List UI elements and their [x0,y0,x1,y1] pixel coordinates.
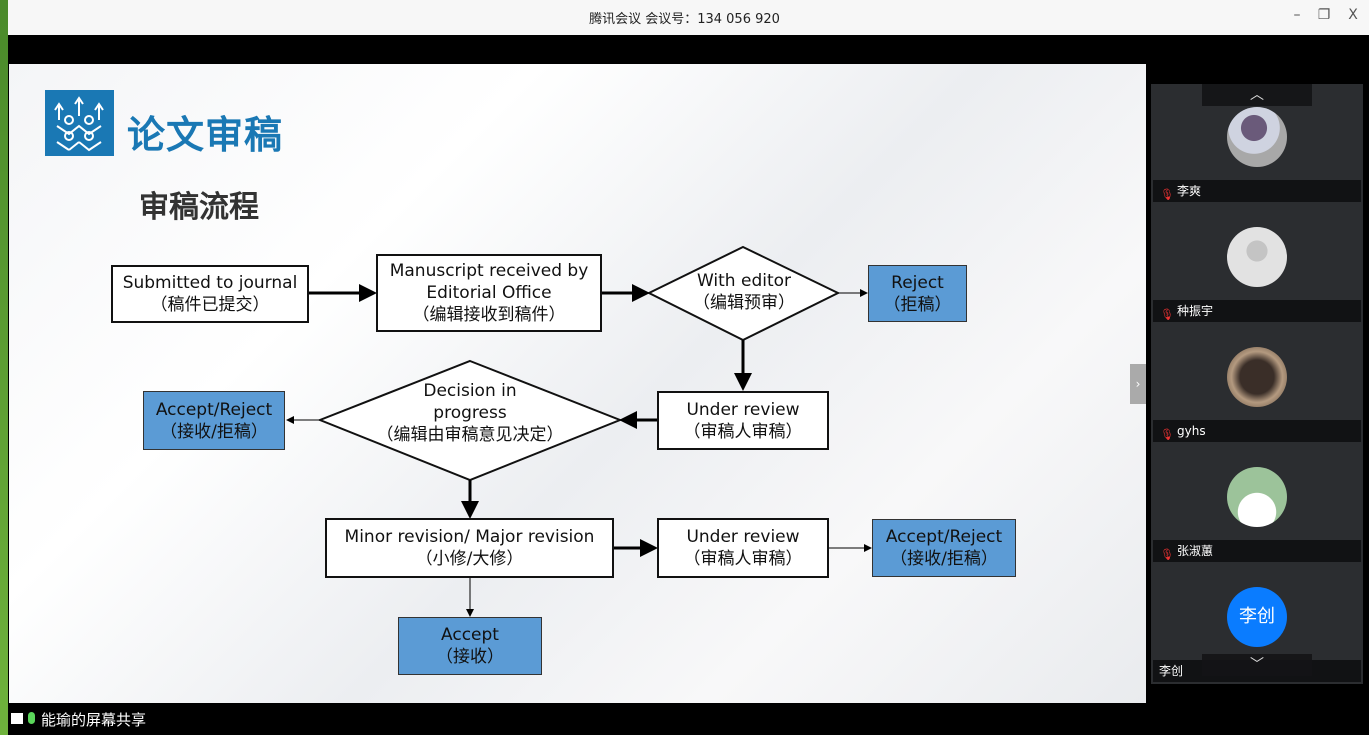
node-label: （接收/拒稿） [160,421,268,442]
node-label: （编辑预审） [693,293,795,313]
avatar: 李创 [1227,587,1287,647]
window-title: 腾讯会议 会议号：134 056 920 [589,12,780,27]
desktop-edge [0,0,8,735]
scroll-up-button[interactable]: ︿ [1202,84,1312,106]
node-label: Decision in [423,381,517,401]
node-label: （拒稿） [883,294,952,315]
muted-mic-icon: 🎙 [1160,188,1174,201]
node-label: With editor [696,271,792,291]
node-label: Accept [441,625,499,645]
node-accept-reject-right: Accept/Reject （接收/拒稿） [872,519,1016,577]
node-label: progress [433,403,507,423]
participant-name-bar: 🎙李爽 [1153,180,1361,202]
title-bar: 腾讯会议 会议号：134 056 920 – ❐ X [0,0,1369,35]
participant-name: 李爽 [1177,184,1202,198]
default-avatar-icon [1227,227,1287,287]
node-submitted: Submitted to journal （稿件已提交） [111,265,309,323]
node-label: Manuscript received by [389,261,589,281]
node-with-editor: With editor （编辑预审） [669,267,819,317]
scroll-down-button[interactable]: ﹀ [1202,654,1312,676]
muted-mic-icon: 🎙 [1160,428,1174,441]
logo-icon [45,90,114,156]
node-label: （接收） [436,647,504,667]
mic-icon [28,712,35,724]
muted-mic-icon: 🎙 [1160,548,1174,561]
flowchart-connectors [286,245,872,617]
shared-slide: 论文审稿 审稿流程 Submitted to journal （稿件已提交） M… [9,64,1146,703]
node-label: （审稿人审稿） [683,549,803,569]
node-reject: Reject （拒稿） [868,265,967,322]
avatar [1227,107,1287,167]
node-label: Accept/Reject [885,527,1003,547]
node-label: Accept/Reject [155,399,273,420]
node-decision: Decision in progress （编辑由审稿意见决定） [360,378,580,448]
participant-name: 李创 [1159,664,1184,678]
node-label: （小修/大修） [415,549,524,569]
muted-mic-icon: 🎙 [1160,308,1174,321]
node-accept-reject-left: Accept/Reject （接收/拒稿） [143,391,285,450]
node-label: Submitted to journal [122,273,298,293]
node-label: Reject [891,272,944,293]
avatar [1227,467,1287,527]
node-revision: Minor revision/ Major revision （小修/大修） [325,518,614,578]
screen-share-icon [11,713,23,724]
participant-name-bar: 🎙张淑蕙 [1153,540,1361,562]
node-label: Under review [686,527,800,547]
node-label: （编辑接收到稿件） [412,305,566,325]
node-label: Under review [686,399,800,420]
node-under-review-1: Under review （审稿人审稿） [657,391,829,450]
node-under-review-2: Under review （审稿人审稿） [657,518,829,578]
minimize-button[interactable]: – [1293,7,1301,23]
slide-subtitle: 审稿流程 [139,190,259,225]
collapse-panel-button[interactable]: › [1130,364,1146,404]
participant-name-bar: 🎙gyhs [1153,420,1361,442]
close-button[interactable]: X [1348,7,1358,23]
participant-name: gyhs [1177,424,1206,438]
node-manuscript-received: Manuscript received by Editorial Office … [376,254,602,332]
slide-title: 论文审稿 [127,113,284,157]
node-label: （稿件已提交） [150,295,270,315]
node-label: （审稿人审稿） [683,421,803,442]
participant-name: 张淑蕙 [1177,544,1214,558]
participant-name-bar: 🎙种振宇 [1153,300,1361,322]
share-status-text: 能瑜的屏幕共享 [41,711,147,729]
restore-button[interactable]: ❐ [1317,7,1331,23]
node-label: （接收/拒稿） [890,549,998,569]
participants-panel: ︿ 🎙李爽 🎙种振宇 🎙gyhs 🎙张淑蕙 李创 李创 ﹀ [1151,84,1363,684]
node-label: （编辑由审稿意见决定） [376,425,564,445]
participant-name: 种振宇 [1177,304,1214,318]
node-label: Minor revision/ Major revision [344,527,595,547]
avatar [1227,347,1287,407]
node-accept: Accept （接收） [398,617,542,675]
node-label: Editorial Office [426,283,552,303]
share-status-bar: 能瑜的屏幕共享 [9,708,1369,735]
